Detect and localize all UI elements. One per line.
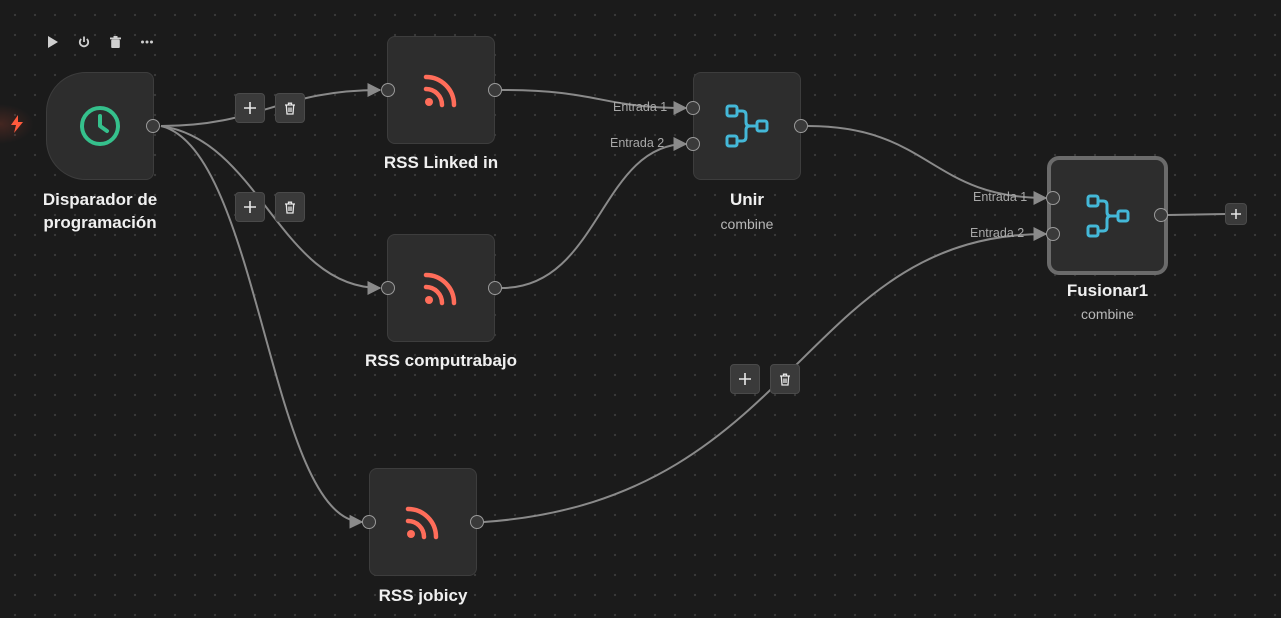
- edge-rss-linkedin-to-unir[interactable]: [501, 89, 688, 115]
- merge-icon: [725, 104, 769, 148]
- trigger-node-title: Disparador de programación: [20, 188, 180, 234]
- fusionar1-input2-handle[interactable]: [1046, 227, 1060, 241]
- edge-trigger-to-rss-computrabajo[interactable]: [160, 125, 382, 295]
- rss-jobicy-input-handle[interactable]: [362, 515, 376, 529]
- node-rss-jobicy[interactable]: [369, 468, 477, 576]
- ellipsis-icon: [141, 40, 153, 44]
- plus-icon: [244, 102, 256, 114]
- clock-icon: [80, 106, 120, 146]
- trigger-title-line1: Disparador de: [42, 190, 158, 209]
- rss-jobicy-title: RSS jobicy: [378, 586, 468, 605]
- edge-trigger-to-rss-jobicy[interactable]: [160, 125, 364, 529]
- rss-linkedin-title: RSS Linked in: [383, 153, 499, 172]
- deactivate-node-button[interactable]: [76, 34, 92, 50]
- rss-linkedin-output-handle[interactable]: [488, 83, 502, 97]
- edge-unir-to-fusionar1[interactable]: [807, 125, 1048, 205]
- unir-input1-handle[interactable]: [686, 101, 700, 115]
- unir-title: Unir: [730, 190, 764, 209]
- more-options-button[interactable]: [139, 34, 155, 50]
- trigger-marker: [0, 104, 34, 144]
- plus-icon: [739, 373, 751, 385]
- plus-icon: [244, 201, 256, 213]
- trash-icon: [285, 201, 295, 214]
- trigger-title-line2: programación: [43, 213, 157, 232]
- edge-delete-button[interactable]: [770, 364, 800, 394]
- fusionar1-input1-handle[interactable]: [1046, 191, 1060, 205]
- rss-computrabajo-output-handle[interactable]: [488, 281, 502, 295]
- unir-input2-label: Entrada 2: [610, 136, 665, 150]
- edge-add-node-button[interactable]: [235, 93, 265, 123]
- edge-delete-button[interactable]: [275, 192, 305, 222]
- power-icon: [78, 36, 90, 48]
- rss-jobicy-output-handle[interactable]: [470, 515, 484, 529]
- trash-icon: [780, 373, 790, 386]
- fusionar1-subtitle: combine: [1081, 306, 1134, 322]
- node-unir[interactable]: [693, 72, 801, 180]
- execute-node-button[interactable]: [44, 34, 60, 50]
- rss-icon: [405, 506, 439, 540]
- node-fusionar1[interactable]: [1047, 156, 1168, 275]
- trigger-output-handle[interactable]: [146, 119, 160, 133]
- fusionar1-input1-label: Entrada 1: [973, 190, 1028, 204]
- rss-icon: [423, 74, 457, 108]
- lightning-icon: [11, 115, 23, 133]
- edge-rss-jobicy-to-fusionar1[interactable]: [483, 227, 1048, 523]
- edge-add-node-button[interactable]: [235, 192, 265, 222]
- edge-rss-computrabajo-to-unir[interactable]: [501, 137, 688, 289]
- edge-trigger-to-rss-linkedin[interactable]: [160, 83, 382, 127]
- merge-icon: [1086, 194, 1129, 237]
- fusionar1-output-handle[interactable]: [1154, 208, 1168, 222]
- unir-input2-handle[interactable]: [686, 137, 700, 151]
- plus-icon: [1231, 209, 1241, 219]
- edge-delete-button[interactable]: [275, 93, 305, 123]
- trash-icon: [285, 102, 295, 115]
- delete-node-button[interactable]: [107, 34, 123, 50]
- play-icon: [47, 36, 58, 48]
- unir-input1-label: Entrada 1: [613, 100, 668, 114]
- unir-subtitle: combine: [720, 216, 774, 232]
- rss-icon: [423, 272, 457, 306]
- fusionar1-input2-label: Entrada 2: [970, 226, 1025, 240]
- rss-linkedin-input-handle[interactable]: [381, 83, 395, 97]
- rss-computrabajo-title: RSS computrabajo: [364, 351, 518, 370]
- node-rss-linked-in[interactable]: [387, 36, 495, 144]
- node-disparador-de-programacion[interactable]: [46, 72, 154, 180]
- unir-output-handle[interactable]: [794, 119, 808, 133]
- fusionar1-title: Fusionar1: [1066, 281, 1149, 300]
- trash-icon: [109, 36, 121, 48]
- node-rss-computrabajo[interactable]: [387, 234, 495, 342]
- add-next-node-button[interactable]: [1225, 203, 1247, 225]
- edge-fusionar1-output: [1167, 213, 1227, 216]
- rss-computrabajo-input-handle[interactable]: [381, 281, 395, 295]
- edge-add-node-button[interactable]: [730, 364, 760, 394]
